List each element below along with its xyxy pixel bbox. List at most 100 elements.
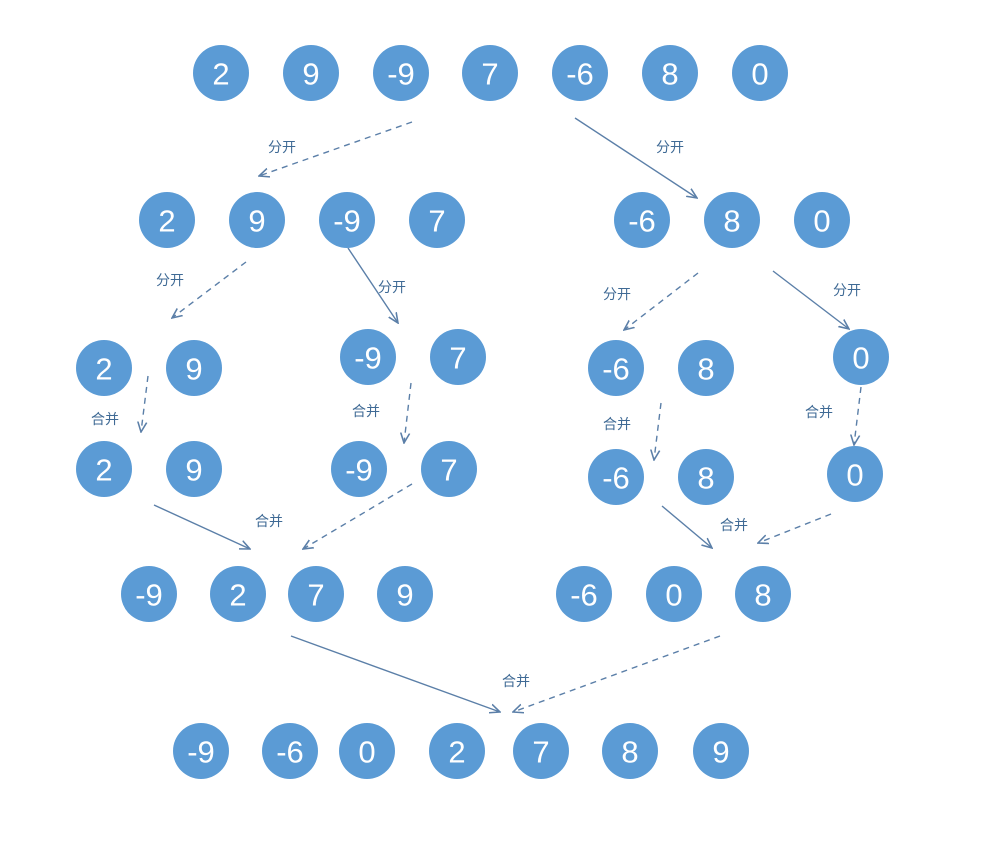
node-circle [166, 340, 222, 396]
split-label: 分开 [156, 273, 184, 289]
merge-label: 合并 [91, 412, 119, 428]
node-circle [556, 566, 612, 622]
merge-b-edge: 合并 [352, 382, 412, 443]
node-value: 0 [751, 57, 768, 92]
merge-final-2-edge [513, 635, 721, 712]
node-circle [602, 723, 658, 779]
node-value: -6 [570, 578, 598, 613]
row-split2-b: -9 7 [340, 329, 486, 385]
node-value: -9 [387, 57, 415, 92]
node-value: 9 [185, 352, 202, 387]
node-circle [704, 192, 760, 248]
number-node: 2 [76, 441, 132, 497]
node-circle [732, 45, 788, 101]
split-arrow [172, 261, 247, 318]
node-value: -9 [135, 578, 163, 613]
split-arrow [574, 117, 697, 198]
node-circle [552, 45, 608, 101]
node-circle [373, 45, 429, 101]
merge-arrow [661, 505, 712, 548]
node-circle [76, 340, 132, 396]
node-value: 2 [448, 735, 465, 770]
number-node: 0 [646, 566, 702, 622]
node-circle [409, 192, 465, 248]
node-value: 2 [229, 578, 246, 613]
number-node: 9 [377, 566, 433, 622]
node-circle [833, 329, 889, 385]
node-circle [262, 723, 318, 779]
node-value: 0 [813, 204, 830, 239]
merge-label: 合并 [603, 417, 631, 433]
split-label: 分开 [603, 287, 631, 303]
number-node: -6 [588, 449, 644, 505]
merge-arrow [513, 635, 721, 712]
split-top-right-edge: 分开 [574, 117, 697, 198]
node-value: 7 [481, 57, 498, 92]
merge-arrow [404, 382, 412, 443]
node-value: -9 [345, 453, 373, 488]
number-node: 7 [288, 566, 344, 622]
node-value: -9 [187, 735, 215, 770]
number-node: -9 [373, 45, 429, 101]
number-node: 8 [678, 449, 734, 505]
merge-d-edge: 合并 [805, 386, 862, 445]
node-value: 0 [852, 341, 869, 376]
number-node: 0 [339, 723, 395, 779]
node-value: 8 [697, 352, 714, 387]
node-circle [121, 566, 177, 622]
node-circle [430, 329, 486, 385]
number-node: 7 [430, 329, 486, 385]
node-value: -6 [602, 352, 630, 387]
node-value: 2 [95, 453, 112, 488]
node-value: 8 [723, 204, 740, 239]
node-circle [377, 566, 433, 622]
merge-final-1-edge: 合并 [290, 635, 530, 712]
node-circle [288, 566, 344, 622]
number-node: 9 [166, 340, 222, 396]
node-circle [339, 723, 395, 779]
node-circle [229, 192, 285, 248]
number-node: -6 [552, 45, 608, 101]
node-circle [693, 723, 749, 779]
node-circle [646, 566, 702, 622]
number-node: 8 [678, 340, 734, 396]
number-node: 9 [693, 723, 749, 779]
number-node: 7 [513, 723, 569, 779]
number-node: 0 [833, 329, 889, 385]
node-value: 9 [396, 578, 413, 613]
row-split2-d: 0 [833, 329, 889, 385]
edges-layer: 分开分开分开分开分开分开合并合并合并合并合并合并合并 [91, 117, 862, 712]
merge-left-1-edge: 合并 [153, 504, 283, 549]
row-merge1-c: -6 8 [588, 449, 734, 505]
node-value: 9 [712, 735, 729, 770]
node-circle [678, 340, 734, 396]
number-node: -9 [340, 329, 396, 385]
number-node: 2 [139, 192, 195, 248]
merge-label: 合并 [255, 514, 283, 530]
node-circle [283, 45, 339, 101]
node-circle [794, 192, 850, 248]
number-node: 0 [827, 446, 883, 502]
merge-label: 合并 [502, 674, 530, 690]
node-circle [462, 45, 518, 101]
node-circle [735, 566, 791, 622]
node-value: 7 [428, 204, 445, 239]
number-node: 2 [76, 340, 132, 396]
node-value: 2 [95, 352, 112, 387]
split-arrow [259, 121, 413, 176]
merge-arrow [654, 402, 662, 460]
node-value: 0 [358, 735, 375, 770]
merge-right-2-edge [758, 513, 832, 543]
node-value: 8 [697, 461, 714, 496]
node-value: 7 [440, 453, 457, 488]
node-circle [331, 441, 387, 497]
